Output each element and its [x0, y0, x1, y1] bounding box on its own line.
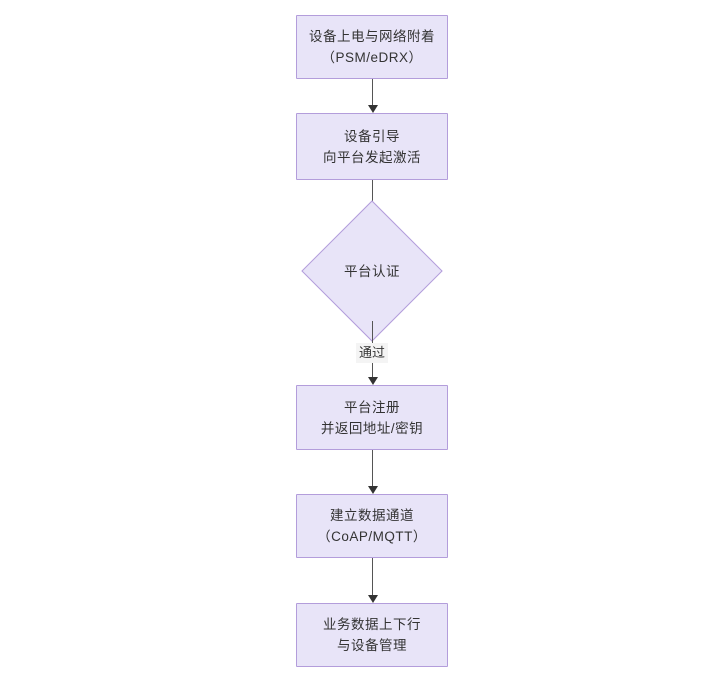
connector-line	[372, 180, 374, 214]
flow-node-line: 并返回地址/密钥	[320, 420, 424, 436]
flow-node-line: 与设备管理	[337, 638, 407, 653]
connector-line	[372, 558, 374, 595]
flow-node-platform-authentication[interactable]: 平台认证	[301, 200, 443, 342]
connector-n4-n5	[367, 450, 378, 494]
flow-node-platform-registration[interactable]: 平台注册 并返回地址/密钥	[296, 385, 448, 450]
flow-node-line: （CoAP/MQTT）	[317, 529, 427, 544]
arrow-head-icon	[367, 486, 378, 494]
connector-line	[372, 450, 374, 486]
connector-n5-n6	[367, 558, 378, 603]
flow-node-establish-data-channel[interactable]: 建立数据通道 （CoAP/MQTT）	[296, 494, 448, 558]
arrow-head-icon	[367, 105, 378, 113]
flow-node-line: （PSM/eDRX）	[321, 50, 423, 65]
connector-n1-n2	[367, 79, 378, 113]
connector-line	[372, 79, 374, 105]
flow-node-power-on-network-attach[interactable]: 设备上电与网络附着 （PSM/eDRX）	[296, 15, 448, 79]
flow-node-line: 建立数据通道	[330, 508, 414, 523]
flow-node-line: 向平台发起激活	[323, 149, 421, 165]
flow-node-line: 业务数据上下行	[323, 617, 421, 632]
flow-node-line: 设备上电与网络附着	[309, 29, 435, 44]
flow-node-line: 设备引导	[344, 128, 400, 144]
flow-node-device-bootstrap[interactable]: 设备引导 向平台发起激活	[296, 113, 448, 180]
flow-node-business-data-and-device-management[interactable]: 业务数据上下行 与设备管理	[296, 603, 448, 667]
arrow-head-icon	[367, 595, 378, 603]
flow-node-line: 平台认证	[344, 263, 400, 279]
edge-label-pass: 通过	[356, 343, 389, 363]
flow-node-line: 平台注册	[344, 399, 400, 415]
arrow-head-icon	[367, 377, 378, 385]
